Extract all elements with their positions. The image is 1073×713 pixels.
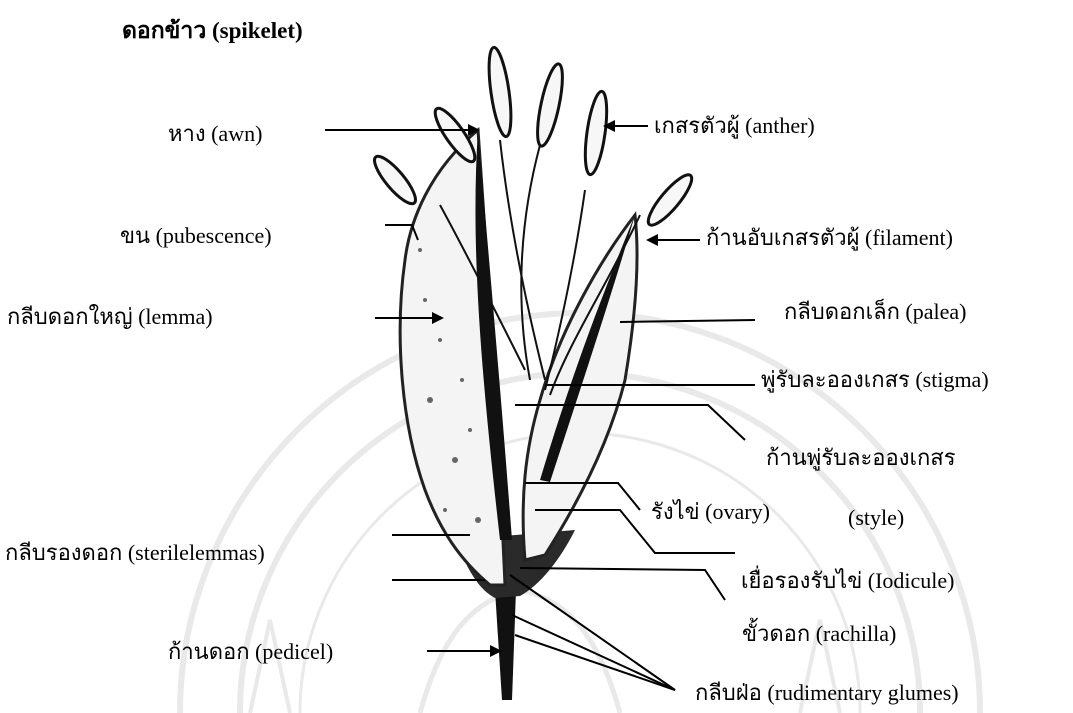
- label-pubescence: ขน (pubescence): [120, 223, 272, 249]
- label-lemma: กลีบดอกใหญ่ (lemma): [7, 304, 213, 330]
- label-style-english: (style): [848, 505, 904, 531]
- glume-line-1: [510, 575, 675, 690]
- label-awn: หาง (awn): [168, 121, 262, 147]
- label-anther: เกสรตัวผู้ (anther): [654, 113, 815, 139]
- label-pedicel: ก้านดอก (pedicel): [168, 639, 333, 665]
- diagram-title: ดอกข้าว (spikelet): [122, 18, 303, 44]
- label-style-thai: ก้านพู่รับละอองเกสร: [766, 445, 956, 471]
- label-rudimentary-glumes: กลีบฝ่อ (rudimentary glumes): [695, 680, 959, 706]
- anther-1: [485, 46, 515, 138]
- rachilla-line: [520, 568, 725, 600]
- label-stigma: พู่รับละอองเกสร (stigma): [761, 367, 989, 393]
- anther-3: [581, 90, 611, 176]
- anther-2: [532, 62, 567, 148]
- anthers: [369, 46, 698, 230]
- glume-line-2: [512, 615, 675, 690]
- pedicel-shape: [495, 590, 516, 700]
- label-sterilelemmas: กลีบรองดอก (sterilelemmas): [5, 540, 265, 566]
- anther-5: [369, 151, 421, 209]
- glume-line-3: [515, 635, 675, 690]
- label-lodicule: เยื่อรองรับไข่ (Iodicule): [741, 568, 955, 594]
- anther-6: [643, 170, 698, 231]
- filament-arrow: [646, 234, 658, 246]
- label-ovary: รังไข่ (ovary): [651, 499, 770, 525]
- label-filament: ก้านอับเกสรตัวผู้ (filament): [706, 225, 953, 251]
- label-rachilla: ขั้วดอก (rachilla): [742, 621, 896, 647]
- label-palea: กลีบดอกเล็ก (palea): [784, 299, 966, 325]
